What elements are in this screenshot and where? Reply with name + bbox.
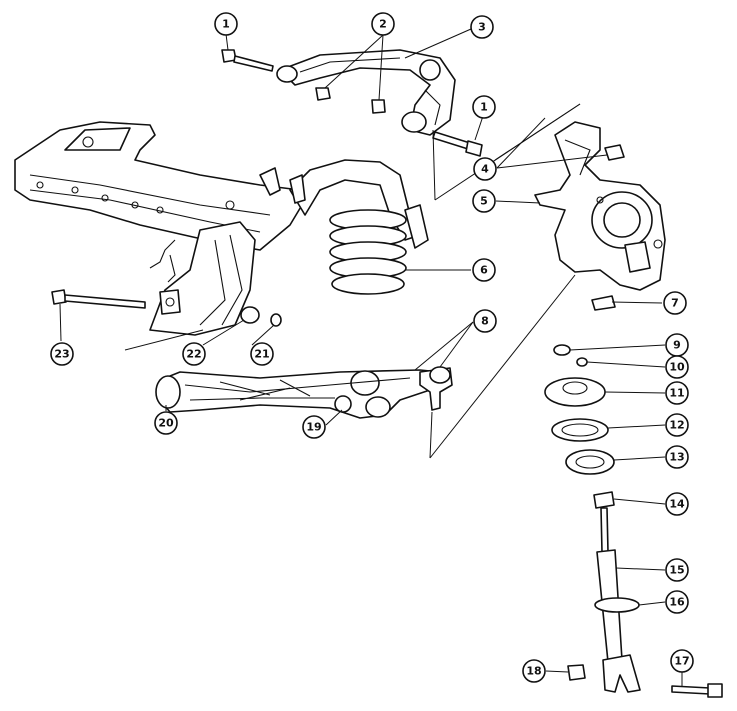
svg-text:7: 7 — [671, 297, 679, 310]
svg-text:8: 8 — [481, 315, 489, 328]
shock-absorber — [593, 491, 641, 693]
nut-18 — [567, 664, 586, 681]
svg-text:6: 6 — [480, 264, 488, 277]
svg-text:3: 3 — [478, 21, 486, 34]
callout-22: 22 — [182, 342, 206, 366]
callout-3: 3 — [470, 15, 494, 39]
callout-11: 11 — [665, 381, 689, 405]
svg-text:11: 11 — [669, 387, 684, 400]
svg-text:23: 23 — [54, 348, 69, 361]
callout-10: 10 — [665, 355, 689, 379]
lower-control-arm — [155, 366, 453, 419]
callout-16: 16 — [665, 590, 689, 614]
bolt-17 — [671, 683, 723, 698]
callout-12: 12 — [665, 413, 689, 437]
svg-text:16: 16 — [669, 596, 685, 609]
leader-lines — [59, 28, 683, 686]
svg-text:21: 21 — [254, 348, 269, 361]
svg-text:15: 15 — [669, 564, 684, 577]
svg-text:1: 1 — [480, 101, 488, 114]
svg-text:4: 4 — [481, 163, 489, 176]
steering-knuckle — [534, 121, 666, 291]
callout-17: 17 — [670, 649, 694, 673]
svg-text:14: 14 — [669, 498, 685, 511]
svg-text:12: 12 — [669, 419, 684, 432]
callout-1b: 1 — [472, 95, 496, 119]
nut-7 — [591, 295, 616, 311]
bolt-1-right — [432, 131, 483, 157]
callout-7: 7 — [663, 291, 687, 315]
svg-text:1: 1 — [222, 18, 230, 31]
callout-18: 18 — [522, 659, 546, 683]
callout-13: 13 — [665, 445, 689, 469]
svg-text:10: 10 — [669, 361, 685, 374]
frame-rail — [14, 121, 429, 336]
svg-text:2: 2 — [379, 18, 387, 31]
upper-mount-stack — [544, 344, 615, 475]
callout-9: 9 — [665, 333, 689, 357]
svg-text:18: 18 — [526, 665, 541, 678]
callout-21: 21 — [250, 342, 274, 366]
bolt-23 — [51, 289, 146, 309]
callout-8: 8 — [473, 309, 497, 333]
bushing-19 — [334, 395, 352, 413]
callout-19: 19 — [302, 415, 326, 439]
callout-2: 2 — [371, 12, 395, 36]
callout-23: 23 — [50, 342, 74, 366]
callout-14: 14 — [665, 492, 689, 516]
nut-21 — [270, 313, 282, 327]
svg-text:9: 9 — [673, 339, 681, 352]
bolt-1-top — [221, 49, 274, 72]
svg-text:19: 19 — [306, 421, 321, 434]
svg-text:22: 22 — [186, 348, 201, 361]
upper-control-arm — [276, 49, 456, 136]
svg-text:17: 17 — [674, 655, 689, 668]
callout-1a: 1 — [214, 12, 238, 36]
svg-text:20: 20 — [158, 417, 174, 430]
bushing-22 — [240, 306, 260, 324]
callout-15: 15 — [665, 558, 689, 582]
nut-4 — [604, 144, 625, 161]
svg-text:5: 5 — [480, 195, 488, 208]
callout-5: 5 — [472, 189, 496, 213]
coil-spring — [329, 209, 407, 295]
callout-4: 4 — [473, 157, 497, 181]
callout-20: 20 — [154, 411, 178, 435]
svg-text:13: 13 — [669, 451, 684, 464]
callout-6: 6 — [472, 258, 496, 282]
